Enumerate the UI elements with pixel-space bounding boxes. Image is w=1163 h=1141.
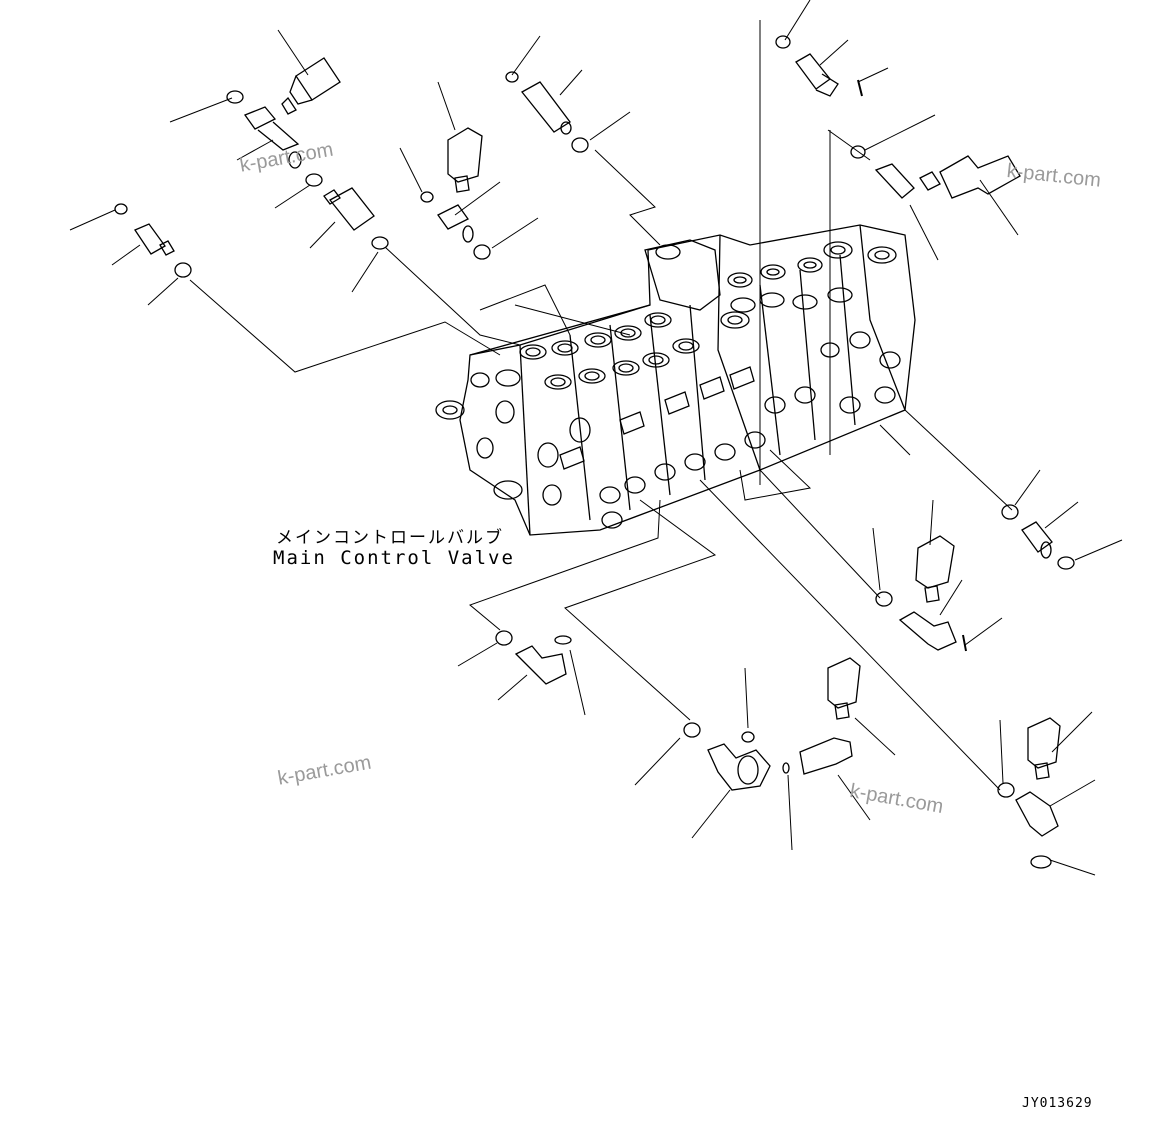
pressure-sensors <box>134 53 1061 837</box>
callout-lines <box>69 0 1123 876</box>
valve-label-japanese: メインコントロールバルブ <box>276 528 504 548</box>
o-rings <box>114 35 1075 869</box>
drawing-code: JY013629 <box>1022 1096 1093 1111</box>
main-control-valve-body <box>435 224 916 536</box>
valve-label-english: Main Control Valve <box>273 547 515 569</box>
leader-lines <box>189 20 1013 791</box>
